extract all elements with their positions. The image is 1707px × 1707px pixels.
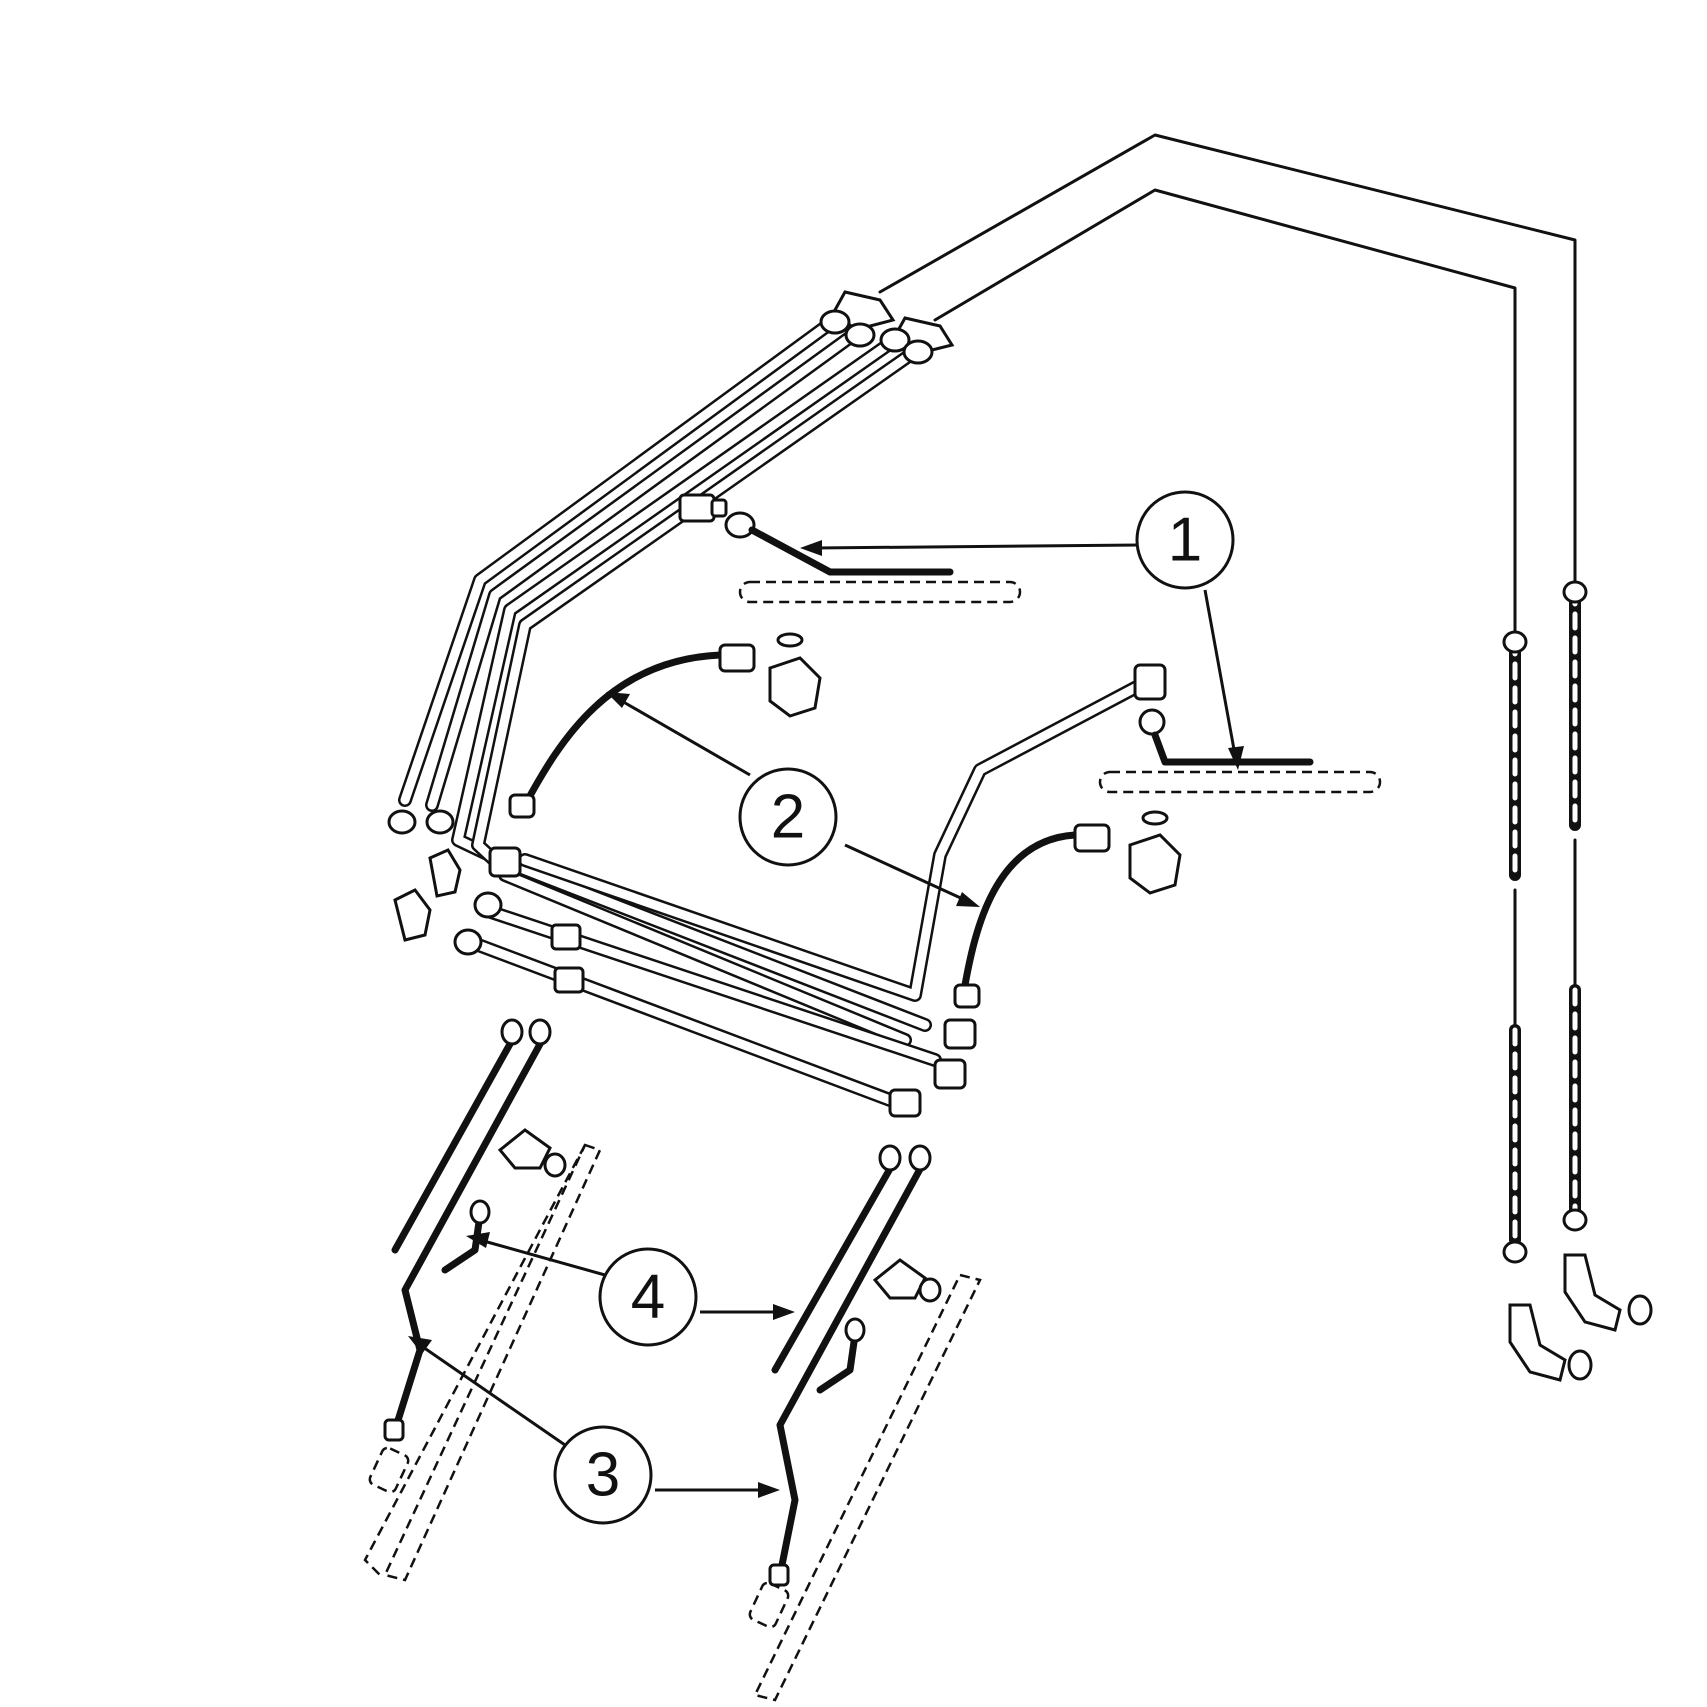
- hose-part-2-right: [953, 810, 1182, 1009]
- hose-part-1-lower: [1098, 708, 1382, 794]
- callout-2: 2: [738, 767, 838, 867]
- lower-diagonal-pipes: [458, 673, 1157, 1107]
- lower-pipe-fittings: [453, 663, 1167, 1118]
- callout-2-label: 2: [771, 783, 805, 852]
- upper-pipe-run: [878, 133, 1577, 642]
- callout-3-label: 3: [586, 1441, 620, 1510]
- callout-3: 3: [553, 1425, 653, 1525]
- hose-part-1-upper: [724, 511, 1022, 604]
- bundle-top-fittings: [819, 309, 934, 365]
- pipe-bundle-left: [398, 313, 927, 877]
- hose-part-2-left: [508, 632, 822, 819]
- right-vertical-hoses: [1502, 580, 1588, 1264]
- right-bottom-fittings: [1508, 1253, 1653, 1382]
- bundle-tee-fitting: [678, 493, 728, 523]
- callout-4-label: 4: [631, 1263, 665, 1332]
- left-cylinder-assembly: [363, 1018, 602, 1582]
- callout-arrows: [408, 540, 1244, 1498]
- bundle-lower-fittings: [387, 809, 462, 942]
- right-cylinder-assembly: [748, 1144, 982, 1702]
- callout-1: 1: [1135, 490, 1235, 590]
- callout-1-label: 1: [1168, 506, 1202, 575]
- callout-4: 4: [598, 1247, 698, 1347]
